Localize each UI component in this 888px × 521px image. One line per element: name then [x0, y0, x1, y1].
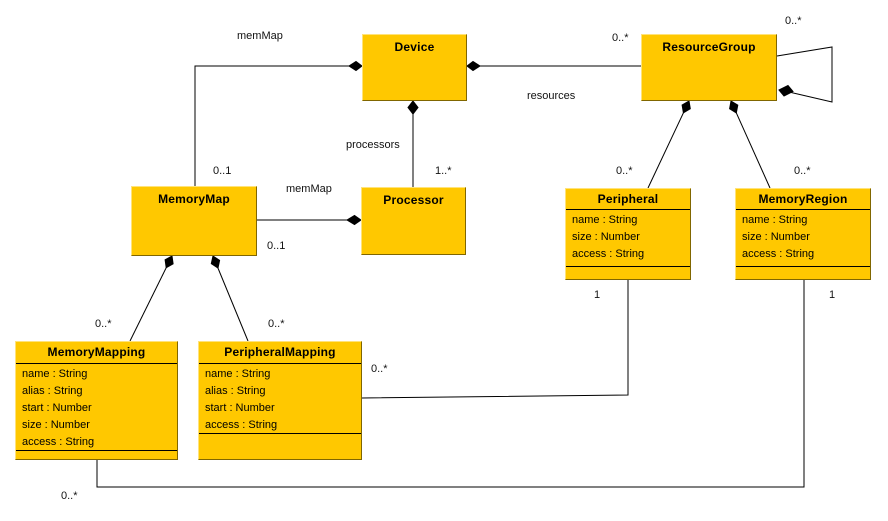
edge-memorymap-memorymapping	[129, 255, 174, 342]
edge-memorymap-peripheralmapping	[210, 255, 249, 342]
operations-compartment	[199, 433, 361, 459]
attribute: size : Number	[22, 419, 90, 431]
edge-memorymapping-memoryregion	[96, 280, 805, 488]
attribute: start : Number	[22, 402, 92, 414]
multiplicity-peripheral-end: 1	[594, 289, 601, 301]
class-resourcegroup: ResourceGroup	[641, 34, 777, 101]
multiplicity-memorymapping-to-memoryregion: 0..*	[61, 490, 78, 502]
composition-diamond	[210, 255, 221, 269]
multiplicity-processors: 1..*	[435, 165, 452, 177]
edge-peripheralmapping-peripheral	[361, 280, 629, 399]
multiplicity-memorymap-on-processor: 0..1	[267, 240, 286, 252]
composition-diamond	[164, 255, 174, 269]
class-memorymap: MemoryMap	[131, 186, 257, 256]
edge-label-memmap-processor: memMap	[286, 183, 332, 195]
multiplicity-memoryregion-on-resourcegroup: 0..*	[794, 165, 811, 177]
attributes-compartment: name : String alias : String start : Num…	[16, 363, 177, 450]
multiplicity-memorymap-on-device: 0..1	[213, 165, 232, 177]
multiplicity-peripheral-on-resourcegroup: 0..*	[616, 165, 633, 177]
attribute: name : String	[205, 368, 271, 380]
attribute: size : Number	[572, 231, 640, 243]
edge-device-resourcegroup	[466, 60, 641, 72]
edge-label-resources: resources	[527, 90, 576, 102]
edge-device-processor	[407, 100, 419, 187]
class-memorymapping: MemoryMapping name : String alias : Stri…	[15, 341, 178, 460]
edge-resourcegroup-peripheral	[647, 100, 691, 189]
edge-memorymap-processor	[257, 214, 362, 226]
class-title: MemoryMapping	[47, 345, 146, 359]
composition-diamond	[681, 100, 691, 114]
attributes-compartment: name : String size : Number access : Str…	[566, 209, 690, 266]
class-title: Peripheral	[597, 192, 659, 206]
attribute: start : Number	[205, 402, 275, 414]
class-title: ResourceGroup	[662, 40, 756, 54]
class-title: MemoryMap	[158, 192, 230, 206]
attribute: access : String	[742, 248, 815, 260]
edge-device-memorymap	[194, 60, 363, 186]
class-peripheralmapping: PeripheralMapping name : String alias : …	[198, 341, 362, 460]
attribute: size : Number	[742, 231, 810, 243]
attribute: access : String	[22, 436, 95, 448]
multiplicity-resourcegroup-on-device: 0..*	[612, 32, 629, 44]
edge-resourcegroup-memoryregion	[729, 100, 771, 189]
attribute: access : String	[205, 419, 278, 431]
class-title: MemoryRegion	[758, 192, 848, 206]
class-peripheral: Peripheral name : String size : Number a…	[565, 188, 691, 280]
attributes-compartment: name : String size : Number access : Str…	[736, 209, 870, 266]
multiplicity-memorymapping-on-memorymap: 0..*	[95, 318, 112, 330]
attribute: name : String	[22, 368, 88, 380]
class-device: Device	[362, 34, 467, 101]
multiplicity-peripheralmapping-on-memorymap: 0..*	[268, 318, 285, 330]
multiplicity-resourcegroup-self: 0..*	[785, 15, 802, 27]
attribute: name : String	[742, 214, 808, 226]
attribute: alias : String	[205, 385, 266, 397]
composition-diamond	[729, 100, 739, 114]
composition-diamond	[466, 60, 481, 72]
composition-diamond	[348, 60, 363, 72]
attributes-compartment: name : String alias : String start : Num…	[199, 363, 361, 433]
class-memoryregion: MemoryRegion name : String size : Number…	[735, 188, 871, 280]
multiplicity-peripheralmapping-to-peripheral: 0..*	[371, 363, 388, 375]
edge-label-memmap-device: memMap	[237, 30, 283, 42]
edge-resourcegroup-self	[776, 46, 833, 103]
class-title: Device	[394, 40, 435, 54]
operations-compartment	[16, 450, 177, 459]
attribute: alias : String	[22, 385, 83, 397]
multiplicity-memoryregion-end: 1	[829, 289, 836, 301]
operations-compartment	[736, 266, 870, 279]
class-processor: Processor	[361, 187, 466, 255]
operations-compartment	[566, 266, 690, 279]
class-title: Processor	[383, 193, 444, 207]
composition-diamond	[346, 214, 362, 226]
edge-label-processors: processors	[346, 139, 400, 151]
attribute: name : String	[572, 214, 638, 226]
composition-diamond	[407, 100, 419, 115]
attribute: access : String	[572, 248, 645, 260]
class-title: PeripheralMapping	[224, 345, 336, 359]
composition-diamond	[778, 84, 794, 97]
